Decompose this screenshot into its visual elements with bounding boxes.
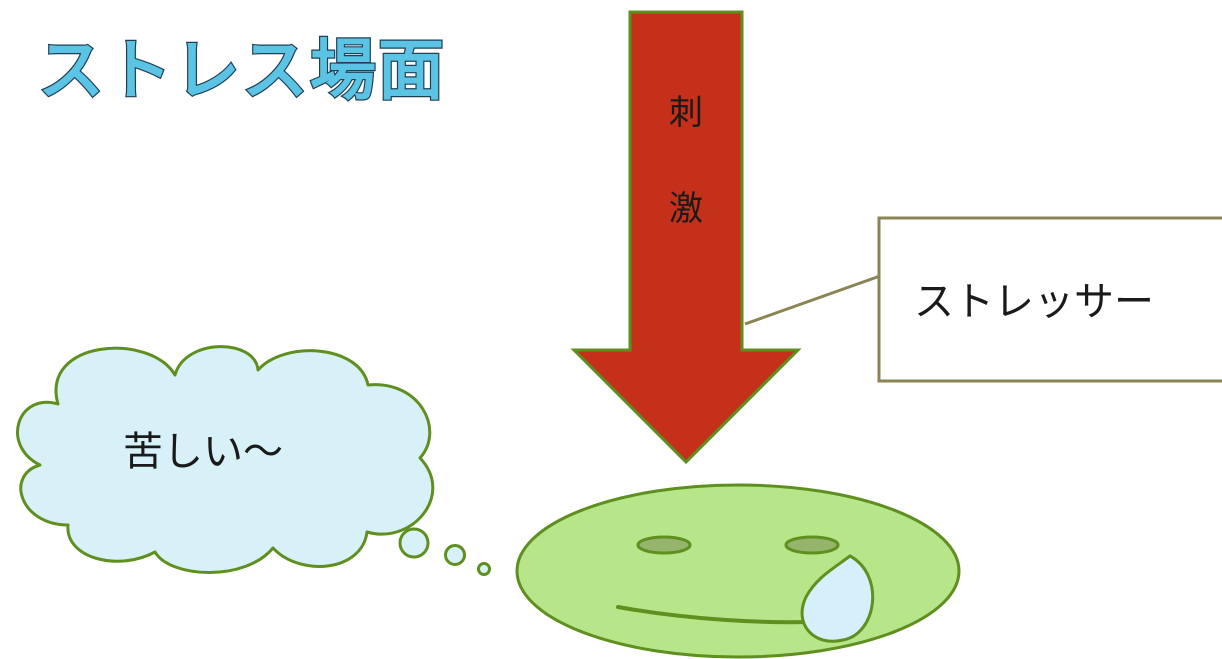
thought-bubble-large (398, 527, 430, 559)
thought-cloud-text: 苦しい〜 (123, 429, 283, 475)
thought-cloud (16, 345, 435, 574)
stimulus-arrow (570, 10, 802, 465)
thought-bubble-small (477, 562, 491, 576)
right-eye (784, 535, 840, 555)
face (515, 483, 961, 659)
callout-connector-line (744, 274, 881, 326)
left-eye (636, 535, 692, 555)
tear-drop (800, 554, 875, 643)
page-title: ストレス場面 (38, 32, 446, 109)
stressor-callout-label: ストレッサー (914, 279, 1154, 325)
stressor-callout-box (877, 216, 1222, 383)
thought-bubble-medium (444, 544, 466, 566)
arrow-label-char-2: 激 (669, 189, 703, 229)
mouth (616, 605, 810, 625)
arrow-label-char-1: 刺 (669, 93, 703, 133)
